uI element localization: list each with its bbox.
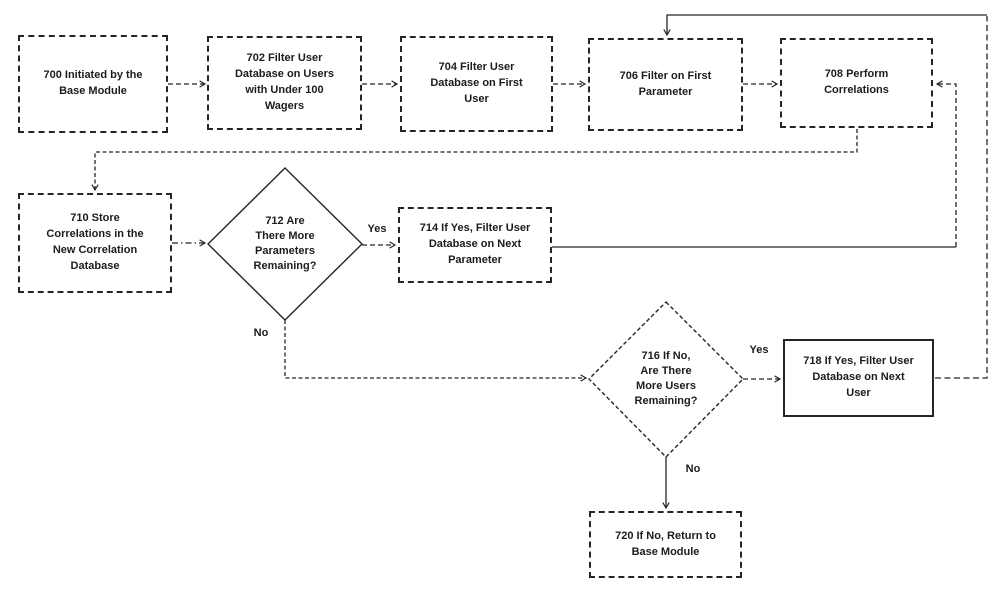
decision-716-label: 716 If No, Are There More Users Remainin…	[634, 350, 698, 407]
edge-label-yes-716: Yes	[749, 344, 769, 356]
edge-label-no-716: No	[685, 463, 701, 475]
node-720: 720 If No, Return to Base Module	[589, 511, 742, 578]
node-718: 718 If Yes, Filter User Database on Next…	[783, 339, 934, 417]
node-702-label: 702 Filter User Database on Users with U…	[234, 52, 335, 112]
node-714-label: 714 If Yes, Filter User Database on Next…	[419, 222, 531, 266]
node-720-label: 720 If No, Return to Base Module	[615, 529, 716, 558]
decision-712-shape	[207, 167, 363, 321]
edge-712-to-716-no	[284, 320, 588, 382]
decision-716-shape	[588, 301, 744, 458]
node-700: 700 Initiated by the Base Module	[18, 35, 168, 133]
node-708-label: 708 Perform Correlations	[824, 68, 889, 96]
node-710: 710 Store Correlations in the New Correl…	[18, 193, 172, 293]
decision-712-label: 712 Are There More Parameters Remaining?	[253, 215, 317, 272]
edge-label-no-712: No	[253, 327, 269, 339]
edge-718-loop-dashed	[935, 16, 988, 379]
node-702: 702 Filter User Database on Users with U…	[207, 36, 362, 130]
node-718-label: 718 If Yes, Filter User Database on Next…	[803, 355, 914, 399]
node-704-label: 704 Filter User Database on First User	[430, 61, 523, 105]
node-706-label: 706 Filter on First Parameter	[619, 69, 712, 98]
node-708: 708 Perform Correlations	[780, 38, 933, 128]
node-700-label: 700 Initiated by the Base Module	[43, 69, 143, 97]
edge-718-loop-to-706	[663, 14, 987, 37]
node-706: 706 Filter on First Parameter	[588, 38, 743, 131]
edge-714-loop-to-708	[935, 80, 957, 247]
node-710-label: 710 Store Correlations in the New Correl…	[46, 212, 144, 272]
node-704: 704 Filter User Database on First User	[400, 36, 553, 132]
node-714: 714 If Yes, Filter User Database on Next…	[398, 207, 552, 283]
edge-label-yes-712: Yes	[367, 223, 387, 235]
edge-708-to-710	[91, 129, 858, 192]
